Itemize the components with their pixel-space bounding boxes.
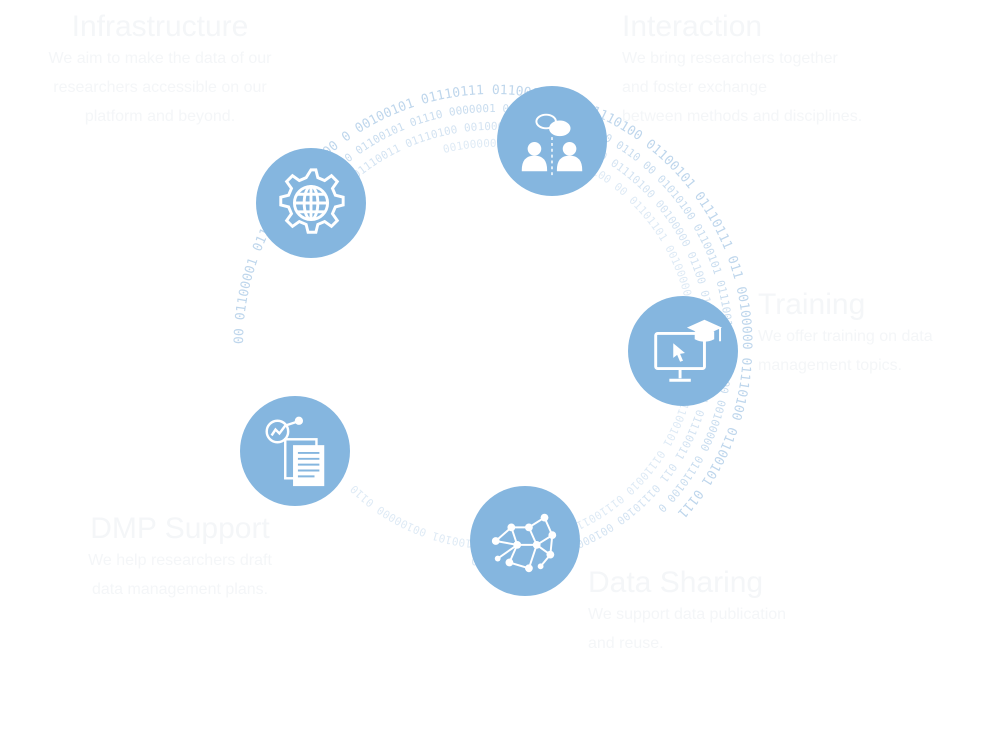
infrastructure-title: Infrastructure xyxy=(71,10,249,43)
interaction-label: Interaction We bring researchers togethe… xyxy=(622,10,942,131)
interaction-desc-2: and foster exchange xyxy=(622,79,767,96)
dmp-desc-1: We help researchers draft xyxy=(88,552,272,569)
training-title: Training xyxy=(758,288,866,321)
datasharing-node[interactable] xyxy=(470,486,580,596)
datasharing-desc-2: and reuse. xyxy=(588,635,664,652)
globe-gear-icon xyxy=(279,168,345,234)
computer-graduation-cap-icon xyxy=(654,319,722,382)
people-conversation-icon xyxy=(521,113,583,177)
infrastructure-label: Infrastructure We aim to make the data o… xyxy=(10,10,310,131)
dmp-label: DMP Support We help researchers draft da… xyxy=(50,512,310,604)
dmp-desc-2: data management plans. xyxy=(91,581,269,598)
chart-documents-icon xyxy=(265,416,325,487)
infrastructure-node[interactable] xyxy=(256,148,366,258)
training-desc-1: We offer training on data xyxy=(758,328,933,345)
infrastructure-desc-1: We aim to make the data of our xyxy=(48,50,272,67)
datasharing-label: Data Sharing We support data publication… xyxy=(588,566,888,658)
network-graph-icon xyxy=(491,513,557,573)
training-desc-2: management topics. xyxy=(758,357,903,374)
training-node[interactable] xyxy=(628,296,738,406)
interaction-node[interactable] xyxy=(497,86,607,196)
interaction-desc-3: between methods and disciplines. xyxy=(622,108,863,125)
infrastructure-desc-2: researchers accessible on our xyxy=(53,79,267,96)
dmp-title: DMP Support xyxy=(90,512,270,545)
documents-node[interactable] xyxy=(240,396,350,506)
datasharing-desc-1: We support data publication xyxy=(588,606,787,623)
interaction-desc-1: We bring researchers together xyxy=(622,50,838,67)
datasharing-title: Data Sharing xyxy=(588,566,764,599)
infrastructure-desc-3: platform and beyond. xyxy=(84,108,236,125)
training-label: Training We offer training on data manag… xyxy=(758,288,994,380)
interaction-title: Interaction xyxy=(622,10,763,43)
